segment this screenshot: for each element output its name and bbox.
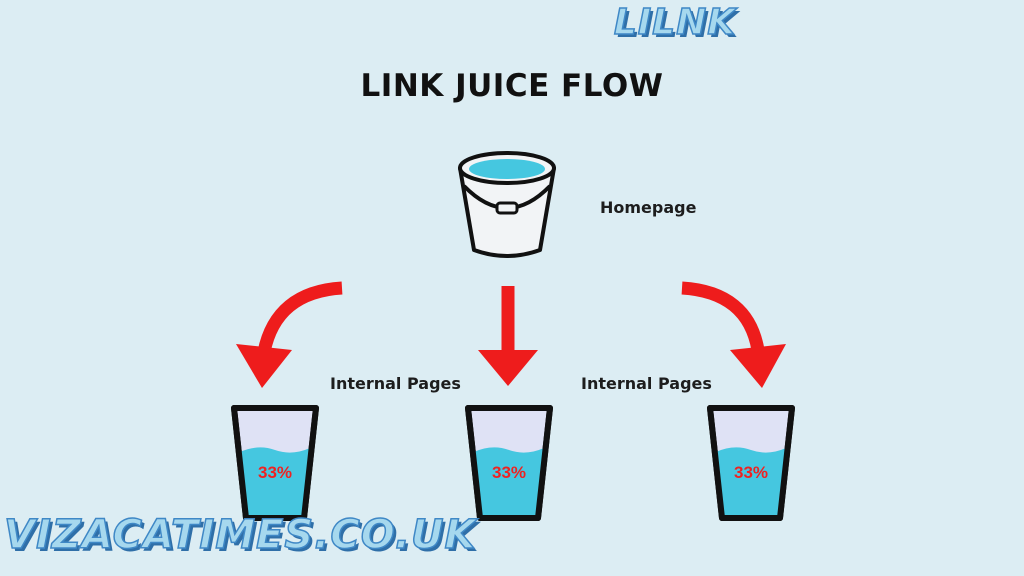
arrow-right — [681, 281, 765, 352]
percent-label-1: 33% — [258, 463, 292, 482]
internal-pages-label-2: Internal Pages — [581, 374, 712, 393]
arrow-center-head — [478, 350, 538, 386]
water-glass-icon: 33% — [465, 405, 553, 521]
water-glass-icon: 33% — [707, 405, 795, 521]
bucket-icon — [458, 151, 556, 258]
watermark-logo-bottom: VIZACATIMES.CO.UK — [3, 511, 477, 559]
diagram-title: LINK JUICE FLOW — [360, 68, 664, 104]
internal-pages-label-1: Internal Pages — [330, 374, 461, 393]
arrow-left-head — [236, 344, 292, 388]
homepage-label: Homepage — [600, 198, 697, 217]
percent-label-3: 33% — [734, 463, 768, 482]
watermark-logo-top: LILNK — [613, 1, 737, 44]
percent-label-2: 33% — [492, 463, 526, 482]
water-glass-icon: 33% — [231, 405, 319, 521]
arrow-right-head — [730, 344, 786, 388]
arrow-left — [257, 281, 343, 354]
